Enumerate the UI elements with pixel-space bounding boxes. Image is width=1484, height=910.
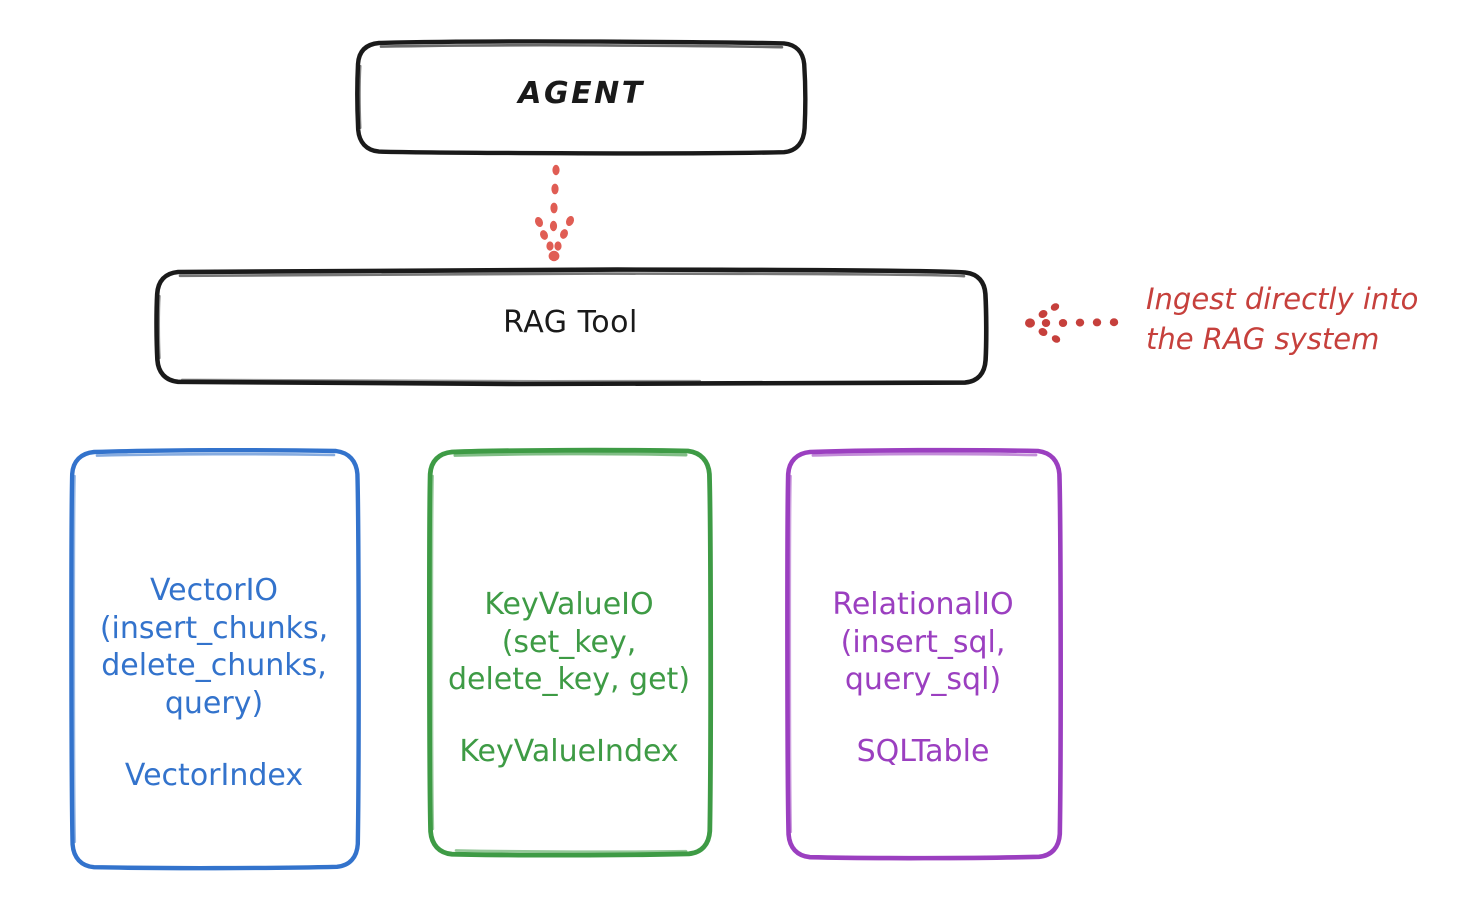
key-value-index-label: KeyValueIndex [459,734,679,770]
vector-io-node-label: VectorIO (insert_chunks, delete_chunks, … [74,534,354,833]
rag-tool-node-label: RAG Tool [503,305,638,340]
vector-index-label: VectorIndex [124,757,304,793]
agent-node-label: AGENT [518,76,645,111]
relational-io-api-label: RelationalIO (insert_sql, query_sql) [832,586,1014,698]
ingest-annotation-text: Ingest directly into the RAG system [1146,282,1419,357]
key-value-io-node-label: KeyValueIO (set_key, delete_key, get) Ke… [430,548,708,809]
vector-io-api-label: VectorIO (insert_chunks, delete_chunks, … [99,572,329,722]
agent-to-rag-connector [534,164,575,262]
ingest-connector-arrow [1025,303,1119,343]
relational-io-node-label: RelationalIO (insert_sql, query_sql) SQL… [790,548,1056,809]
sql-table-label: SQLTable [856,734,990,770]
key-value-io-api-label: KeyValueIO (set_key, delete_key, get) [447,586,691,698]
